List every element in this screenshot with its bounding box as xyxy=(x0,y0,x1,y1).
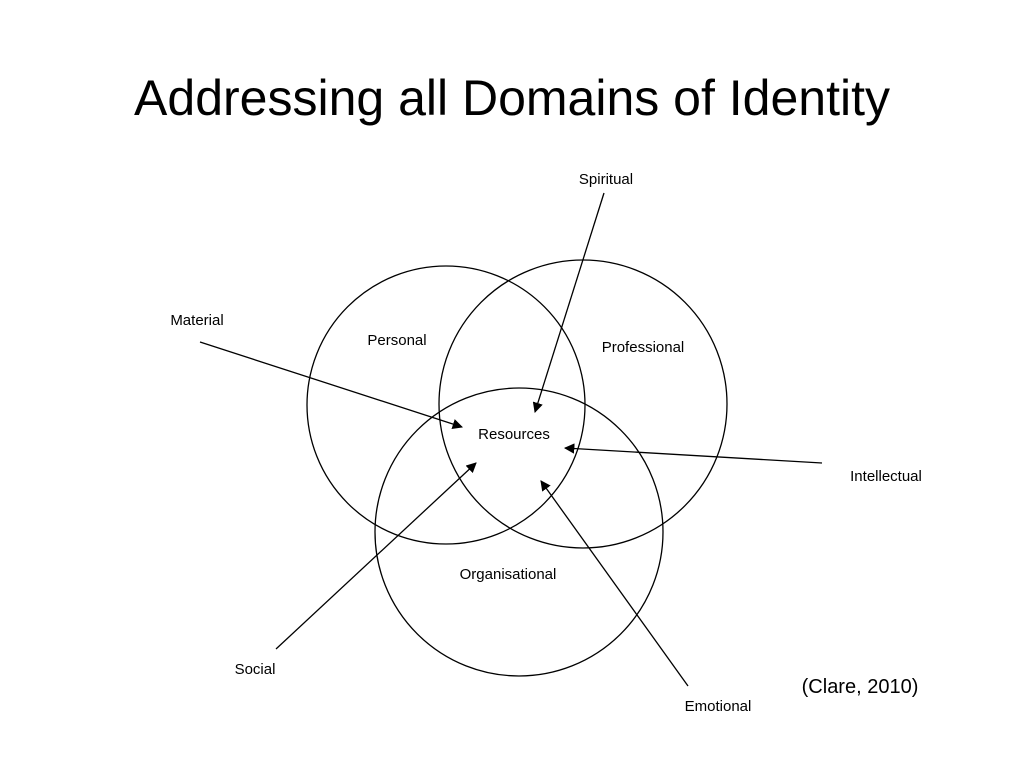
intellectual-arrow xyxy=(563,443,823,464)
social-arrow xyxy=(275,462,477,650)
organisational-circle xyxy=(374,387,664,677)
spiritual-arrow xyxy=(532,192,605,413)
emotional-arrow xyxy=(540,480,689,687)
emotional-label: Emotional xyxy=(685,698,752,715)
citation: (Clare, 2010) xyxy=(802,676,919,698)
slide-title: Addressing all Domains of Identity xyxy=(134,70,890,126)
personal-circle xyxy=(306,265,586,545)
resources-label: Resources xyxy=(478,426,550,443)
social-label: Social xyxy=(235,661,276,678)
material-label: Material xyxy=(170,312,223,329)
material-arrow xyxy=(199,341,463,430)
intellectual-label: Intellectual xyxy=(850,468,922,485)
spiritual-label: Spiritual xyxy=(579,171,633,188)
personal-label: Personal xyxy=(367,332,426,349)
organisational-label: Organisational xyxy=(460,566,557,583)
professional-label: Professional xyxy=(602,339,685,356)
professional-circle xyxy=(438,259,728,549)
